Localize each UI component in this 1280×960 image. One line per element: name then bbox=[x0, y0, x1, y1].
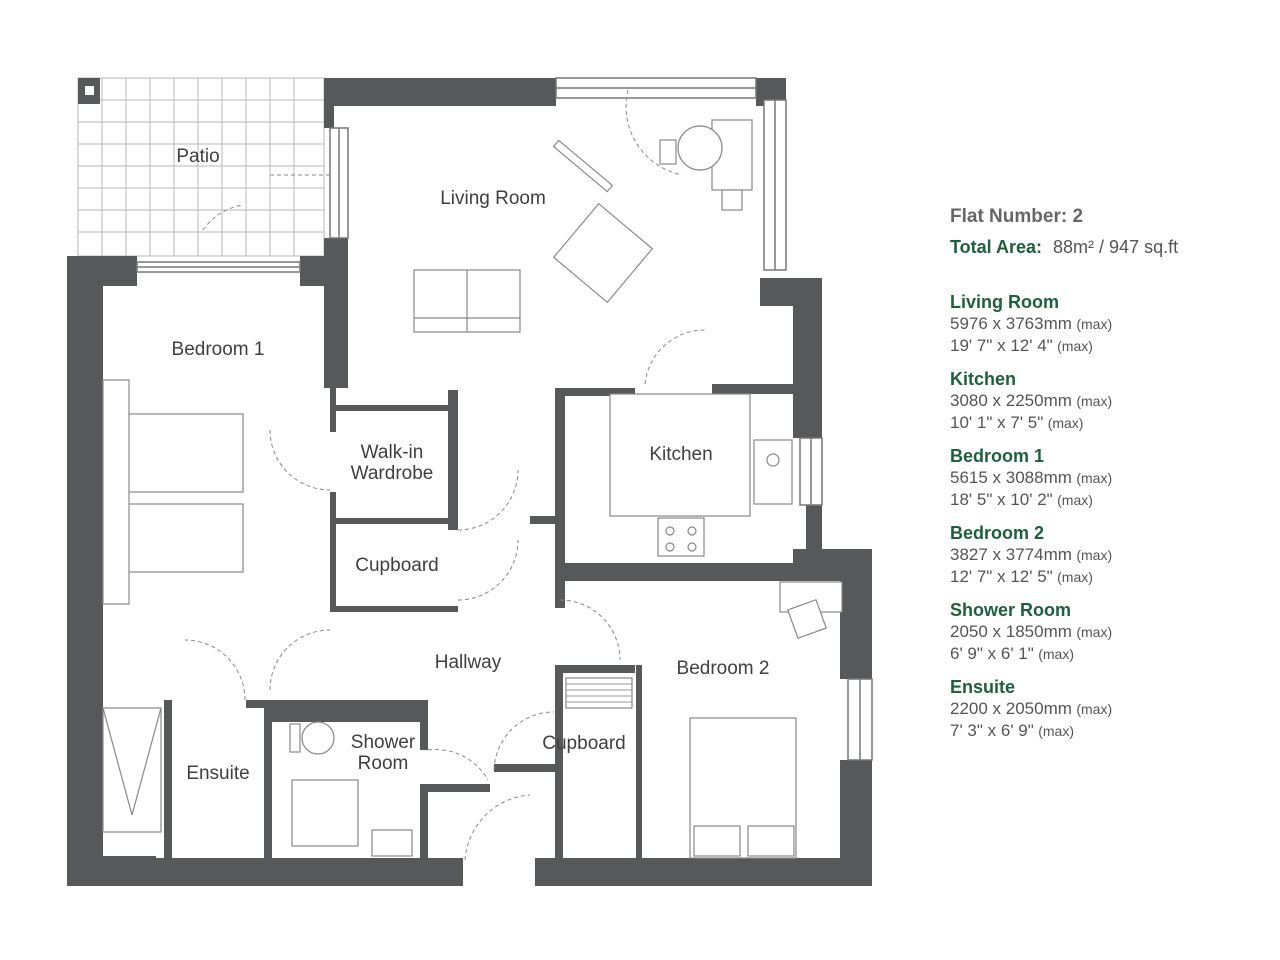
label-bedroom-1: Bedroom 1 bbox=[172, 339, 265, 360]
patio-tiles bbox=[77, 77, 325, 257]
max-note: (max) bbox=[1076, 393, 1113, 409]
flat-info-panel: Flat Number: 2 Total Area: 88m² / 947 sq… bbox=[950, 206, 1270, 754]
max-note: (max) bbox=[1038, 646, 1075, 662]
room-name: Bedroom 2 bbox=[950, 523, 1045, 543]
max-note: (max) bbox=[1047, 415, 1084, 431]
label-cupboard-2: Cupboard bbox=[542, 733, 625, 754]
max-note: (max) bbox=[1038, 723, 1075, 739]
room-metric: 2050 x 1850mm bbox=[950, 622, 1072, 641]
total-area-value: 88m² / 947 sq.ft bbox=[1053, 237, 1179, 257]
max-note: (max) bbox=[1076, 547, 1113, 563]
room-imperial: 7' 3" x 6' 9" bbox=[950, 721, 1034, 740]
flat-number: Flat Number: 2 bbox=[950, 206, 1084, 227]
room-imperial: 6' 9" x 6' 1" bbox=[950, 644, 1034, 663]
total-area: Total Area: 88m² / 947 sq.ft bbox=[950, 237, 1270, 258]
label-cupboard-1: Cupboard bbox=[355, 555, 438, 576]
room-imperial: 18' 5" x 10' 2" bbox=[950, 490, 1053, 509]
total-area-label: Total Area: bbox=[950, 237, 1043, 257]
max-note: (max) bbox=[1057, 338, 1093, 354]
room-entry: Bedroom 1 5615 x 3088mm (max) 18' 5" x 1… bbox=[950, 446, 1270, 511]
room-imperial: 10' 1" x 7' 5" bbox=[950, 413, 1044, 432]
label-ensuite: Ensuite bbox=[186, 763, 249, 784]
room-metric: 3080 x 2250mm bbox=[950, 391, 1072, 410]
room-name: Living Room bbox=[950, 292, 1059, 312]
max-note: (max) bbox=[1057, 492, 1093, 508]
label-bedroom-2: Bedroom 2 bbox=[677, 658, 770, 679]
max-note: (max) bbox=[1076, 624, 1113, 640]
max-note: (max) bbox=[1076, 316, 1113, 332]
max-note: (max) bbox=[1076, 470, 1113, 486]
label-walkin-line2: Wardrobe bbox=[351, 463, 434, 484]
room-entry: Ensuite 2200 x 2050mm (max) 7' 3" x 6' 9… bbox=[950, 677, 1270, 742]
room-entry: Living Room 5976 x 3763mm (max) 19' 7" x… bbox=[950, 292, 1270, 357]
room-entry: Kitchen 3080 x 2250mm (max) 10' 1" x 7' … bbox=[950, 369, 1270, 434]
furniture bbox=[102, 119, 843, 859]
room-entry: Shower Room 2050 x 1850mm (max) 6' 9" x … bbox=[950, 600, 1270, 665]
room-metric: 2200 x 2050mm bbox=[950, 699, 1072, 718]
max-note: (max) bbox=[1057, 569, 1093, 585]
label-walkin-line1: Walk-in bbox=[361, 442, 424, 463]
windows bbox=[136, 77, 873, 761]
room-metric: 5615 x 3088mm bbox=[950, 468, 1072, 487]
label-patio: Patio bbox=[176, 146, 219, 167]
room-name: Bedroom 1 bbox=[950, 446, 1045, 466]
walls bbox=[67, 78, 872, 886]
room-imperial: 19' 7" x 12' 4" bbox=[950, 336, 1053, 355]
room-name: Ensuite bbox=[950, 677, 1016, 697]
max-note: (max) bbox=[1076, 701, 1113, 717]
room-metric: 3827 x 3774mm bbox=[950, 545, 1072, 564]
label-shower-line2: Room bbox=[358, 753, 409, 774]
label-kitchen: Kitchen bbox=[649, 444, 712, 465]
room-metric: 5976 x 3763mm bbox=[950, 314, 1072, 333]
label-hallway: Hallway bbox=[435, 652, 502, 673]
label-shower-line1: Shower bbox=[351, 732, 416, 753]
label-living-room: Living Room bbox=[440, 188, 546, 209]
room-name: Shower Room bbox=[950, 600, 1072, 620]
door-swings bbox=[184, 89, 706, 861]
room-imperial: 12' 7" x 12' 5" bbox=[950, 567, 1053, 586]
room-entry: Bedroom 2 3827 x 3774mm (max) 12' 7" x 1… bbox=[950, 523, 1270, 588]
room-name: Kitchen bbox=[950, 369, 1017, 389]
